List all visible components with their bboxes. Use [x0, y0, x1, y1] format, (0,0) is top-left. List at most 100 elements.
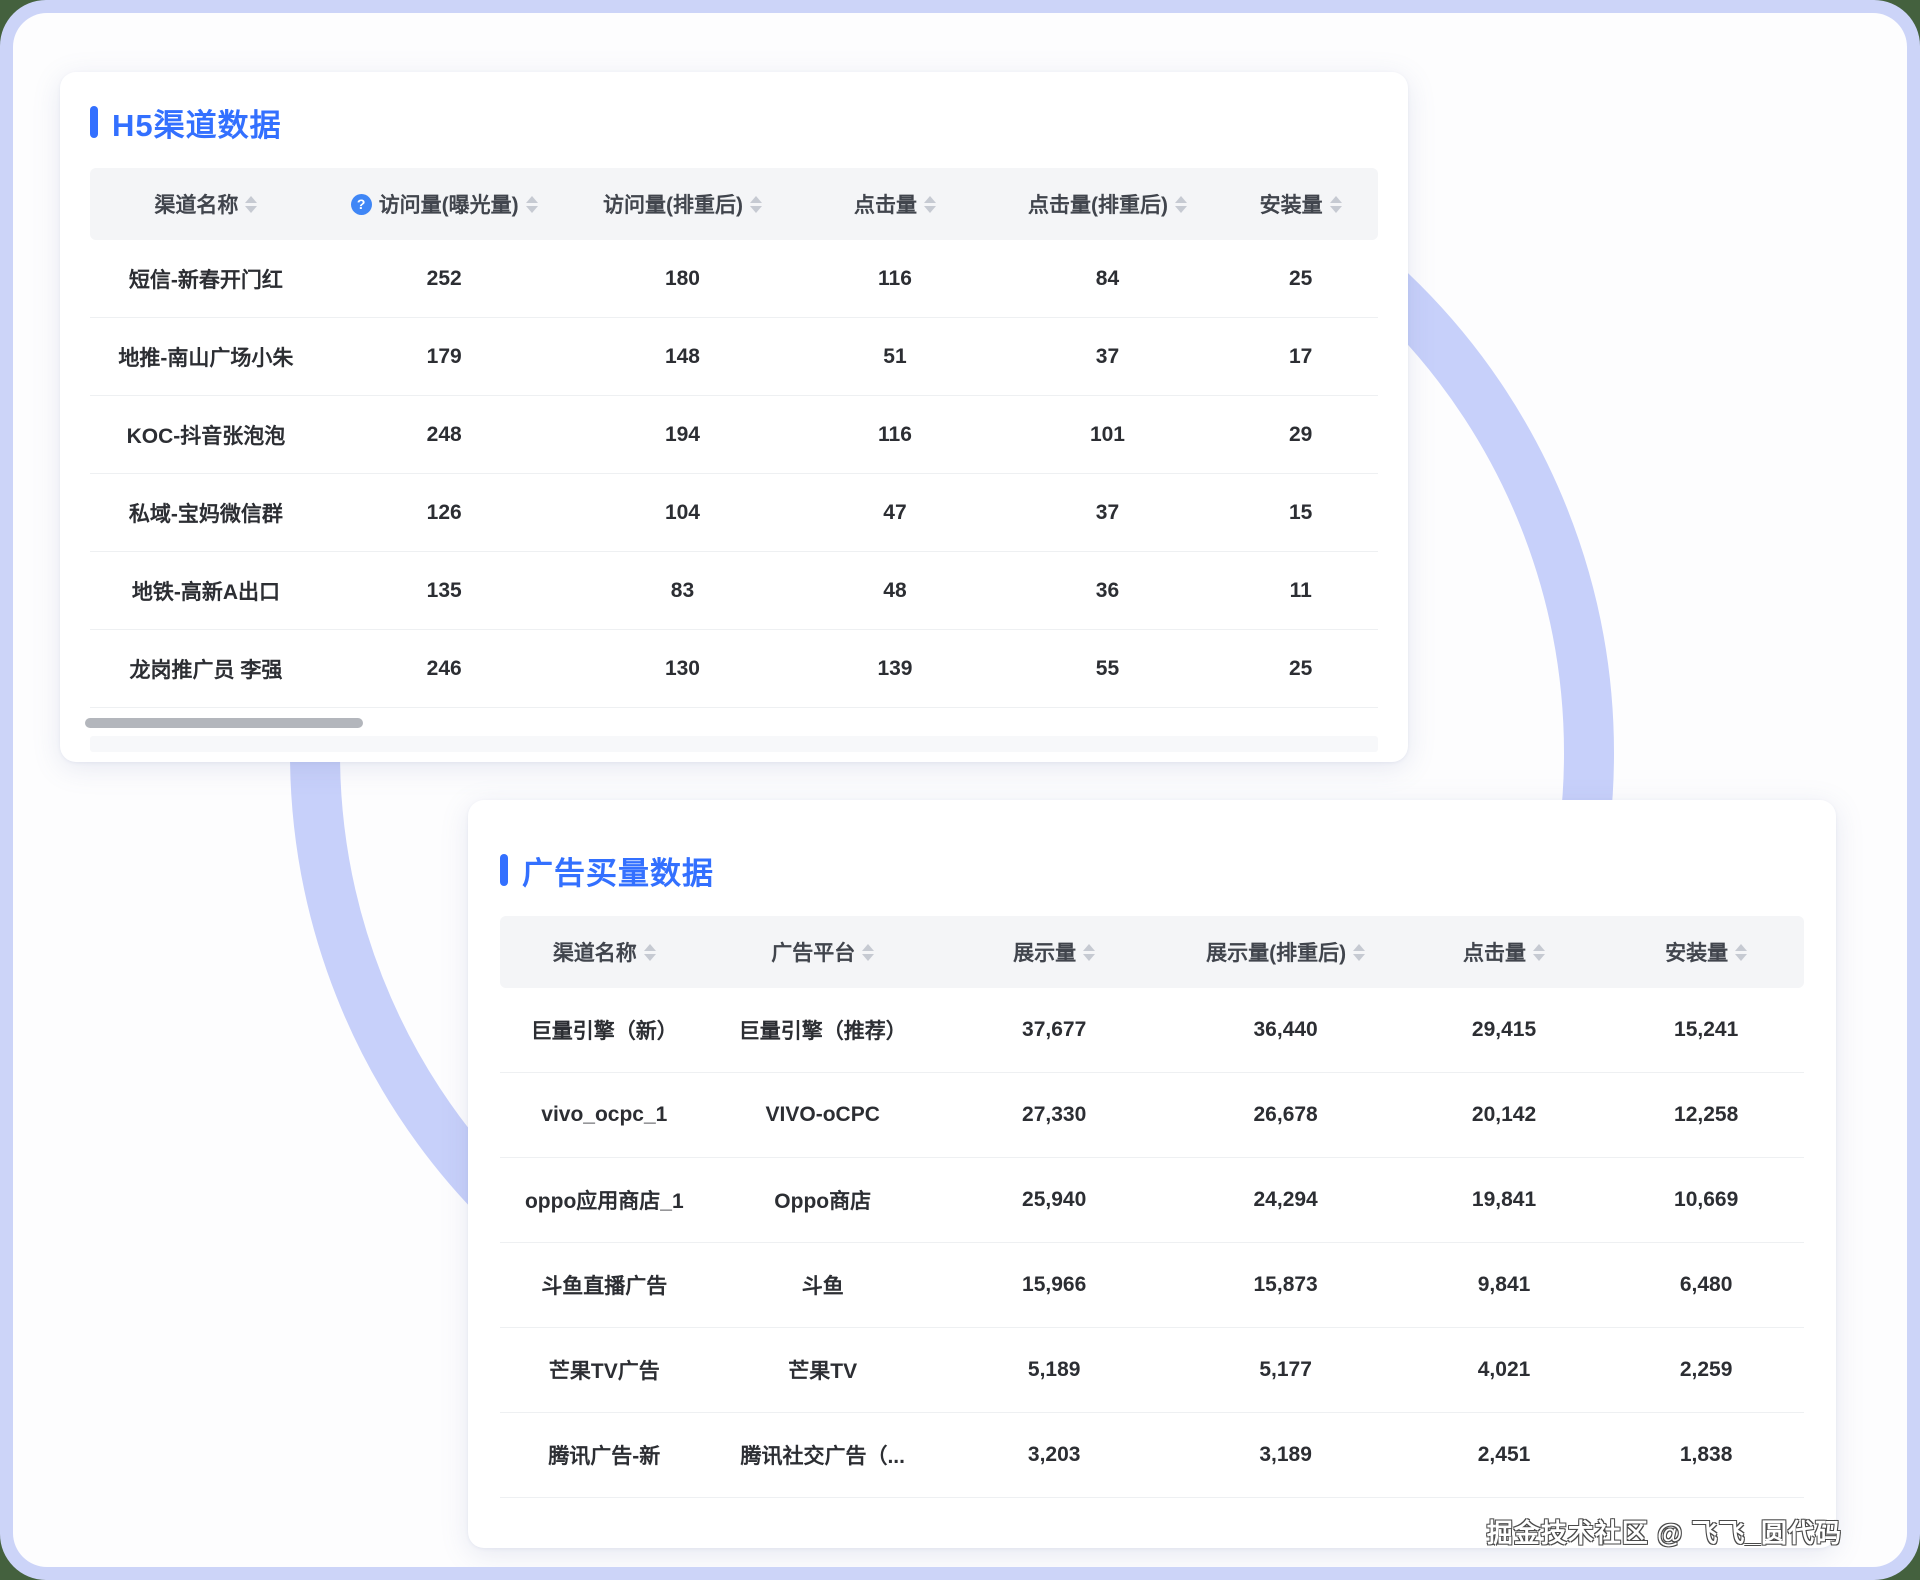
help-icon[interactable]: ? [350, 193, 372, 215]
value-cell: 12,258 [1674, 1103, 1739, 1126]
table-row: 斗鱼直播广告 斗鱼 15,966 15,873 9,841 6,480 [500, 1243, 1804, 1328]
value-cell: 20,142 [1471, 1103, 1537, 1126]
sort-icon [245, 195, 258, 213]
value-cell: 斗鱼 [801, 1275, 844, 1298]
column-header[interactable]: 展示量 [937, 937, 1172, 967]
value-cell: 19,841 [1471, 1188, 1537, 1211]
column-header[interactable]: 广告平台 [709, 937, 937, 967]
column-header[interactable]: 安装量 [1608, 937, 1804, 967]
value-cell: 48 [883, 578, 907, 602]
value-cell: 130 [664, 656, 700, 680]
channel-name-cell: 短信-新春开门红 [128, 268, 283, 292]
sort-icon [1735, 943, 1748, 961]
value-cell: 179 [426, 344, 462, 368]
value-cell: 9,841 [1477, 1273, 1531, 1296]
column-header[interactable]: ? 访问量(曝光量) [322, 189, 567, 219]
column-header[interactable]: 访问量(排重后) [567, 189, 799, 219]
value-cell: 55 [1095, 656, 1120, 680]
sort-icon [525, 195, 538, 213]
channel-name-cell: 龙岗推广员 李强 [129, 658, 283, 682]
sort-icon [862, 943, 875, 961]
title-accent-bar [90, 106, 98, 138]
table-header: 渠道名称 广告平台 展示量 展示量(排重后) 点击量 安装量 [500, 916, 1804, 988]
page-title: 广告买量数据 [522, 855, 714, 891]
value-cell: 248 [426, 422, 462, 446]
value-cell: 135 [426, 578, 462, 602]
value-cell: 29,415 [1471, 1018, 1537, 1041]
value-cell: 15 [1288, 500, 1313, 524]
value-cell: 15,873 [1253, 1273, 1318, 1296]
value-cell: 246 [426, 656, 462, 680]
page-title: H5渠道数据 [112, 107, 282, 143]
title-accent-bar [500, 854, 508, 886]
value-cell: 29 [1288, 422, 1313, 446]
column-header[interactable]: 渠道名称 [500, 937, 709, 967]
value-cell: 37,677 [1022, 1018, 1087, 1041]
column-header[interactable]: 安装量 [1223, 189, 1378, 219]
value-cell: 25 [1288, 656, 1313, 680]
value-cell: 17 [1288, 344, 1313, 368]
sort-icon [923, 195, 936, 213]
value-cell: 2,259 [1679, 1358, 1733, 1381]
value-cell: 24,294 [1253, 1188, 1318, 1211]
value-cell: 36,440 [1253, 1018, 1318, 1041]
channel-name-cell: 私域-宝妈微信群 [128, 502, 283, 526]
value-cell: 139 [877, 656, 913, 680]
column-label: 广告平台 [771, 942, 856, 965]
value-cell: 126 [426, 500, 462, 524]
sort-icon [1329, 195, 1342, 213]
column-header[interactable]: 点击量(排重后) [992, 189, 1224, 219]
channel-name-cell: KOC-抖音张泡泡 [126, 424, 286, 448]
h5-channel-card: H5渠道数据 渠道名称? 访问量(曝光量) 访问量(排重后)点击量 点击量(排重后) 安… [60, 72, 1408, 762]
column-label: 点击量 [1463, 942, 1527, 965]
inner-surface: H5渠道数据 渠道名称?访问量(曝光量)访问量(排重后)点击量点击量(排重后)安… [13, 13, 1907, 1567]
table-row: 龙岗推广员 李强 246 130 139 55 25 [90, 630, 1378, 708]
column-header[interactable]: 点击量 [798, 189, 991, 219]
value-cell: 5,177 [1259, 1358, 1312, 1381]
column-label: 点击量(排重后) [1027, 194, 1168, 217]
channel-name-cell: 巨量引擎（新） [530, 1020, 678, 1043]
sort-icon [1174, 195, 1187, 213]
value-cell: 252 [426, 266, 462, 290]
column-header[interactable]: 渠道名称 [90, 189, 322, 219]
value-cell: 116 [878, 422, 912, 446]
value-cell: 27,330 [1022, 1103, 1087, 1126]
value-cell: 180 [664, 266, 700, 290]
channel-name-cell: 地铁-高新A出口 [131, 580, 280, 604]
horizontal-scrollbar-thumb[interactable] [85, 718, 363, 728]
value-cell: 6,480 [1679, 1273, 1733, 1296]
watermark: 掘金技术社区 @ 飞飞_圆代码 [1486, 1518, 1842, 1548]
ad-buy-card: 广告买量数据 渠道名称 广告平台 展示量 展示量(排重后) 点击量 安装量 巨量引擎（新）… [468, 800, 1836, 1548]
value-cell: VIVO-oCPC [765, 1103, 880, 1126]
value-cell: 腾讯社交广告（... [740, 1445, 905, 1468]
column-label: 展示量(排重后) [1206, 942, 1347, 965]
channel-name-cell: 芒果TV广告 [548, 1360, 660, 1383]
value-cell: 36 [1095, 578, 1120, 602]
value-cell: 3,203 [1027, 1443, 1081, 1466]
column-label: 访问量(曝光量) [378, 194, 519, 217]
column-label: 展示量 [1013, 942, 1077, 965]
channel-name-cell: 腾讯广告-新 [548, 1445, 661, 1468]
column-label: 安装量 [1259, 194, 1323, 217]
channel-name-cell: 地推-南山广场小朱 [118, 346, 294, 370]
value-cell: 芒果TV [788, 1360, 858, 1383]
value-cell: 84 [1095, 266, 1120, 290]
value-cell: 37 [1095, 500, 1120, 524]
value-cell: 83 [670, 578, 695, 602]
value-cell: 5,189 [1027, 1358, 1081, 1381]
column-header[interactable]: 点击量 [1400, 937, 1609, 967]
value-cell: 25,940 [1022, 1188, 1087, 1211]
channel-name-cell: 斗鱼直播广告 [541, 1275, 668, 1298]
column-label: 安装量 [1665, 942, 1729, 965]
value-cell: 15,966 [1022, 1273, 1087, 1296]
column-header[interactable]: 展示量(排重后) [1172, 937, 1400, 967]
h5-card-title: H5渠道数据 [90, 102, 1378, 143]
